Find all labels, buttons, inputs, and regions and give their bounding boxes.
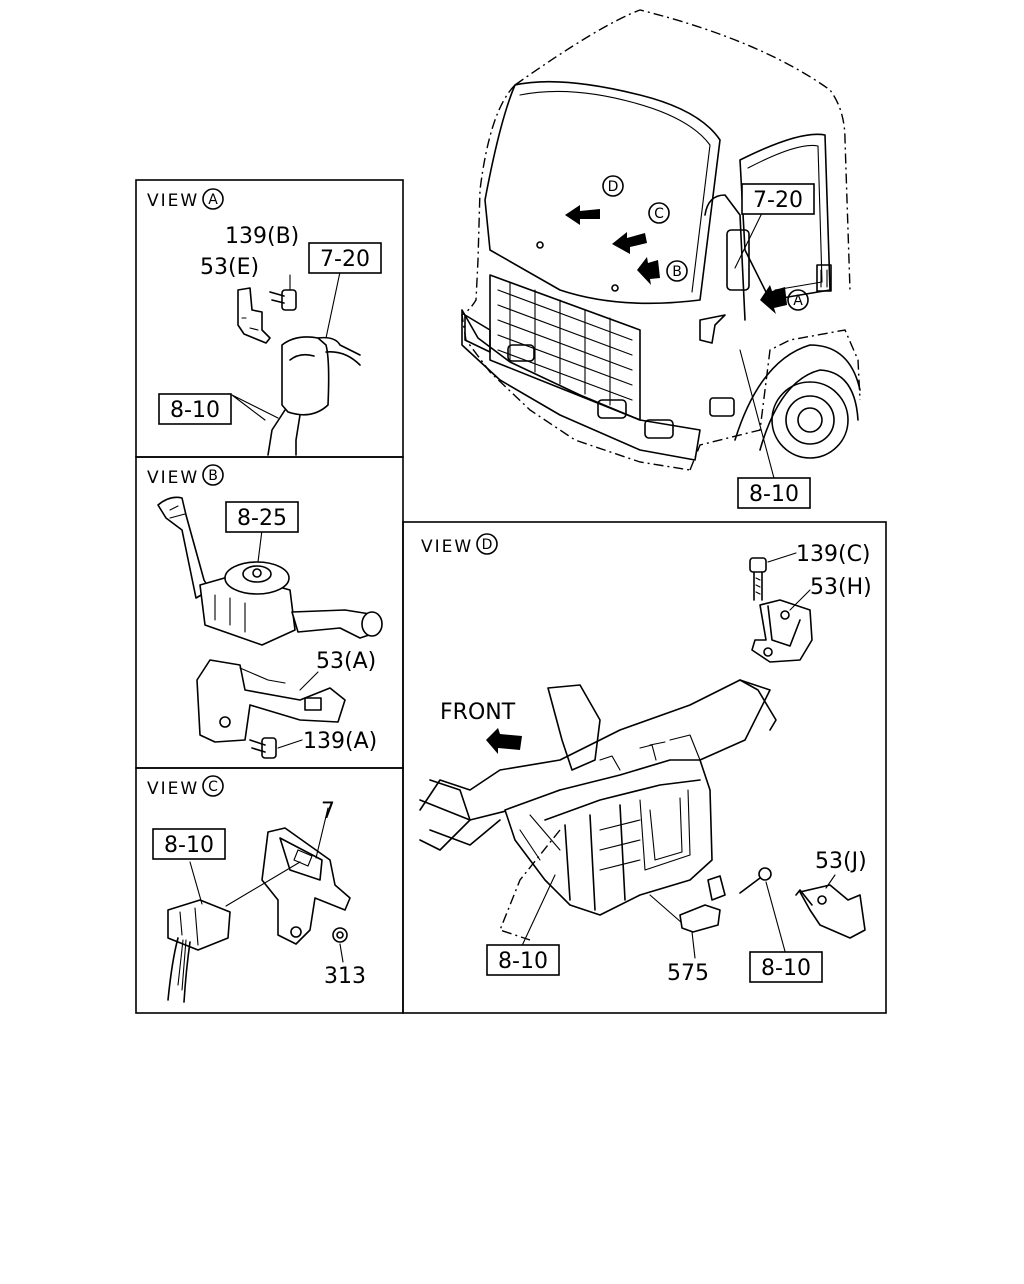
truck-ref-8-10: 8-10: [737, 477, 811, 509]
svg-text:A: A: [793, 293, 803, 309]
truck-view-marker-d: D: [602, 175, 624, 197]
view-b-ref-8-25: 8-25: [225, 501, 299, 533]
svg-text:A: A: [208, 192, 218, 208]
view-d-panel: [402, 521, 887, 1014]
label-139a: 139(A): [303, 729, 377, 754]
label-139c: 139(C): [796, 542, 871, 567]
svg-text:D: D: [482, 537, 493, 553]
view-a-title: VIEW A: [147, 188, 224, 211]
truck-view-marker-c: C: [648, 202, 670, 224]
svg-text:D: D: [608, 179, 619, 195]
label-575: 575: [667, 961, 709, 986]
svg-text:8-25: 8-25: [237, 506, 287, 531]
view-b-title: VIEW B: [147, 464, 224, 488]
label-53a: 53(A): [316, 649, 376, 674]
view-d-illustration: [419, 552, 866, 959]
svg-text:VIEW: VIEW: [421, 537, 473, 557]
truck-cab-illustration: [461, 9, 861, 483]
svg-text:B: B: [672, 264, 682, 280]
label-7: 7: [321, 799, 335, 824]
view-b-illustration: [157, 496, 383, 759]
view-c-title: VIEW C: [147, 775, 224, 799]
svg-text:7-20: 7-20: [320, 247, 370, 272]
view-a-ref-8-10: 8-10: [158, 393, 232, 425]
svg-text:VIEW: VIEW: [147, 191, 199, 211]
label-53e: 53(E): [200, 255, 259, 280]
label-139b: 139(B): [225, 224, 299, 249]
svg-text:8-10: 8-10: [749, 482, 799, 507]
svg-text:8-10: 8-10: [170, 398, 220, 423]
svg-text:8-10: 8-10: [761, 956, 811, 981]
label-313: 313: [324, 964, 366, 989]
svg-text:C: C: [654, 206, 664, 222]
svg-text:8-10: 8-10: [164, 833, 214, 858]
label-front: FRONT: [440, 700, 516, 725]
view-d-ref-8-10-right: 8-10: [749, 951, 823, 983]
label-53j: 53(J): [815, 849, 867, 874]
svg-text:7-20: 7-20: [753, 188, 803, 213]
truck-view-marker-b: B: [666, 260, 688, 282]
svg-text:VIEW: VIEW: [147, 779, 199, 799]
svg-text:C: C: [208, 779, 218, 795]
svg-text:8-10: 8-10: [498, 949, 548, 974]
svg-text:B: B: [208, 468, 218, 484]
view-d-ref-8-10-left: 8-10: [486, 944, 560, 976]
truck-ref-7-20: 7-20: [741, 183, 815, 215]
truck-view-marker-a: A: [787, 289, 809, 311]
view-a-ref-7-20: 7-20: [308, 242, 382, 274]
view-c-ref-8-10: 8-10: [152, 828, 226, 860]
view-d-title: VIEW D: [421, 533, 498, 557]
label-53h: 53(H): [810, 575, 872, 600]
view-c-illustration: [167, 807, 351, 1003]
view-a-illustration: [231, 271, 361, 456]
svg-text:VIEW: VIEW: [147, 468, 199, 488]
